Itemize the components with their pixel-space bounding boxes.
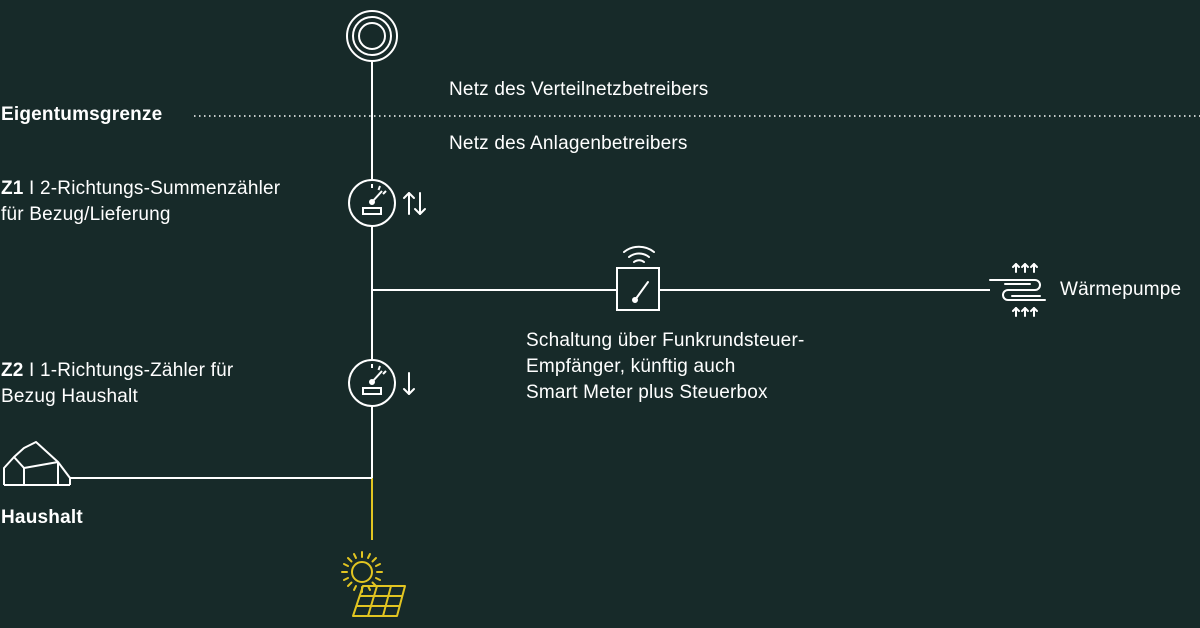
z1-label: Z1 I 2-Richtungs-Summenzähler xyxy=(1,176,280,202)
z1-code: Z1 xyxy=(1,178,24,199)
switch-label-line1: Schaltung über Funkrundsteuer- xyxy=(526,330,805,351)
heat-pump-label: Wärmepumpe xyxy=(1060,279,1182,300)
switch-label-line3: Smart Meter plus Steuerbox xyxy=(526,382,768,403)
z2-description: I 1-Richtungs-Zähler für xyxy=(23,360,234,381)
z1-description: I 2-Richtungs-Summenzähler xyxy=(23,178,281,199)
household-label: Haushalt xyxy=(1,507,83,528)
down-arrow-icon xyxy=(403,372,415,395)
z2-code: Z2 xyxy=(1,360,24,381)
heat-pump-icon xyxy=(989,263,1046,317)
switch-label-line2: Empfänger, künftig auch xyxy=(526,356,736,377)
up-down-arrows-icon xyxy=(403,192,426,215)
sun-icon xyxy=(341,551,383,593)
z2-label: Z2 I 1-Richtungs-Zähler für xyxy=(1,358,233,384)
plant-operator-label: Netz des Anlagenbetreibers xyxy=(449,133,688,154)
z1-label-line2: für Bezug/Lieferung xyxy=(1,204,171,225)
bidirectional-meter-icon xyxy=(348,179,396,227)
solar-panel-icon xyxy=(352,585,406,617)
z2-label-line2: Bezug Haushalt xyxy=(1,386,138,407)
grid-connection-icon xyxy=(346,10,398,62)
property-boundary-label: Eigentumsgrenze xyxy=(1,104,163,125)
radio-switch-icon xyxy=(616,245,660,311)
house-icon xyxy=(3,441,71,486)
unidirectional-meter-icon xyxy=(348,359,396,407)
grid-operator-label: Netz des Verteilnetzbetreibers xyxy=(449,79,709,100)
